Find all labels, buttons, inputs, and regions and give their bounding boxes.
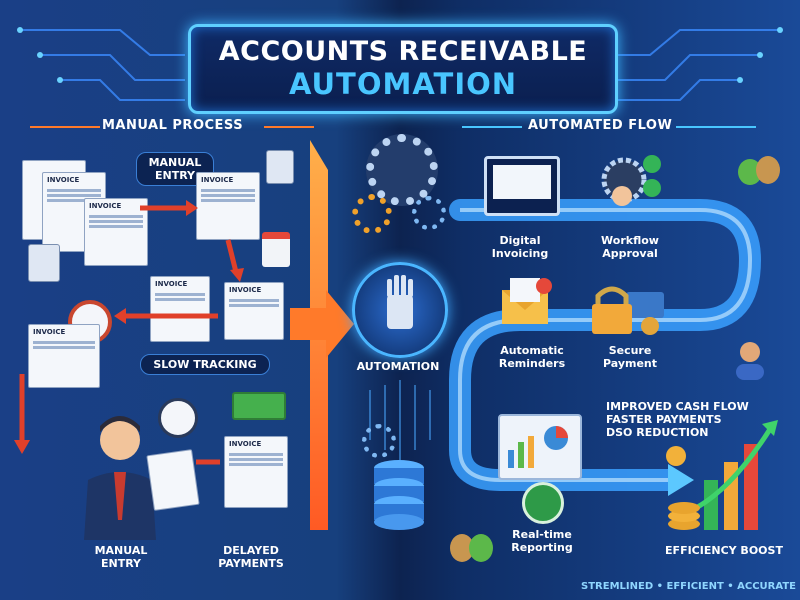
customer-avatar-icon	[732, 340, 768, 380]
dashboard-icon	[498, 414, 582, 480]
automated-flow-header: AUTOMATED FLOW	[528, 118, 673, 133]
footer-tagline: STREMLINED • EFFICIENT • ACCURATE	[581, 581, 796, 592]
benefit-item: IMPROVED CASH FLOW	[606, 400, 749, 413]
delayed-payments-label: DELAYED PAYMENTS	[218, 544, 284, 570]
money-icon	[232, 392, 286, 420]
gear-icon	[362, 424, 396, 458]
workflow-gears-icon	[596, 150, 666, 216]
manual-to-automation-arrow	[290, 140, 354, 530]
header-rule-right	[462, 126, 522, 128]
step-label: Automatic Reminders	[498, 344, 566, 370]
calendar-icon	[262, 232, 290, 267]
slow-tracking-label: SLOW TRACKING	[140, 354, 270, 375]
manual-entry-label-top: MANUAL ENTRY	[136, 152, 214, 186]
benefits-list: IMPROVED CASH FLOW FASTER PAYMENTS DSO R…	[606, 400, 749, 439]
step-label: Real-time Reporting	[511, 528, 573, 554]
title-line1: ACCOUNTS RECEIVABLE	[218, 36, 588, 67]
title-line2: AUTOMATION	[288, 67, 518, 101]
automation-label: AUTOMATION	[356, 360, 440, 373]
calculator-icon	[266, 150, 294, 184]
money-bag-icon	[736, 150, 780, 186]
header-rule-right2	[676, 126, 756, 128]
step-label: Workflow Approval	[601, 234, 659, 260]
money-bag-icon	[448, 524, 494, 564]
header-rule-left	[30, 126, 100, 128]
efficiency-boost-label: EFFICIENCY BOOST	[665, 544, 783, 557]
invoice-doc: INVOICE	[224, 282, 284, 340]
growth-chart-icon	[662, 420, 782, 540]
invoice-doc: INVOICE	[150, 276, 210, 342]
database-icon	[372, 458, 426, 532]
header-rule-left2	[264, 126, 314, 128]
invoice-doc: INVOICE	[196, 172, 260, 240]
gear-icon	[412, 196, 446, 230]
checkmark-icon	[522, 482, 564, 524]
monitor-icon	[484, 156, 560, 216]
gear-icon	[352, 194, 392, 234]
stressed-worker-illustration	[78, 410, 158, 540]
lock-payment-icon	[588, 282, 668, 338]
manual-process-header: MANUAL PROCESS	[102, 118, 244, 133]
invoice-doc: INVOICE	[28, 324, 100, 388]
manual-flow-arrows	[14, 200, 244, 465]
step-label: Digital Invoicing	[491, 234, 549, 260]
title-banner: ACCOUNTS RECEIVABLE AUTOMATION	[188, 24, 618, 114]
invoice-doc: INVOICE	[224, 436, 288, 508]
robot-hand-icon	[352, 262, 448, 358]
clock-icon	[158, 398, 198, 438]
benefit-item: FASTER PAYMENTS	[606, 413, 722, 426]
step-label: Secure Payment	[602, 344, 658, 370]
calculator-icon	[28, 244, 60, 282]
manual-entry-label-bottom: MANUAL ENTRY	[94, 544, 148, 570]
benefit-item: DSO REDUCTION	[606, 426, 709, 439]
envelope-reminder-icon	[500, 276, 552, 328]
invoice-doc: INVOICE	[84, 198, 148, 266]
